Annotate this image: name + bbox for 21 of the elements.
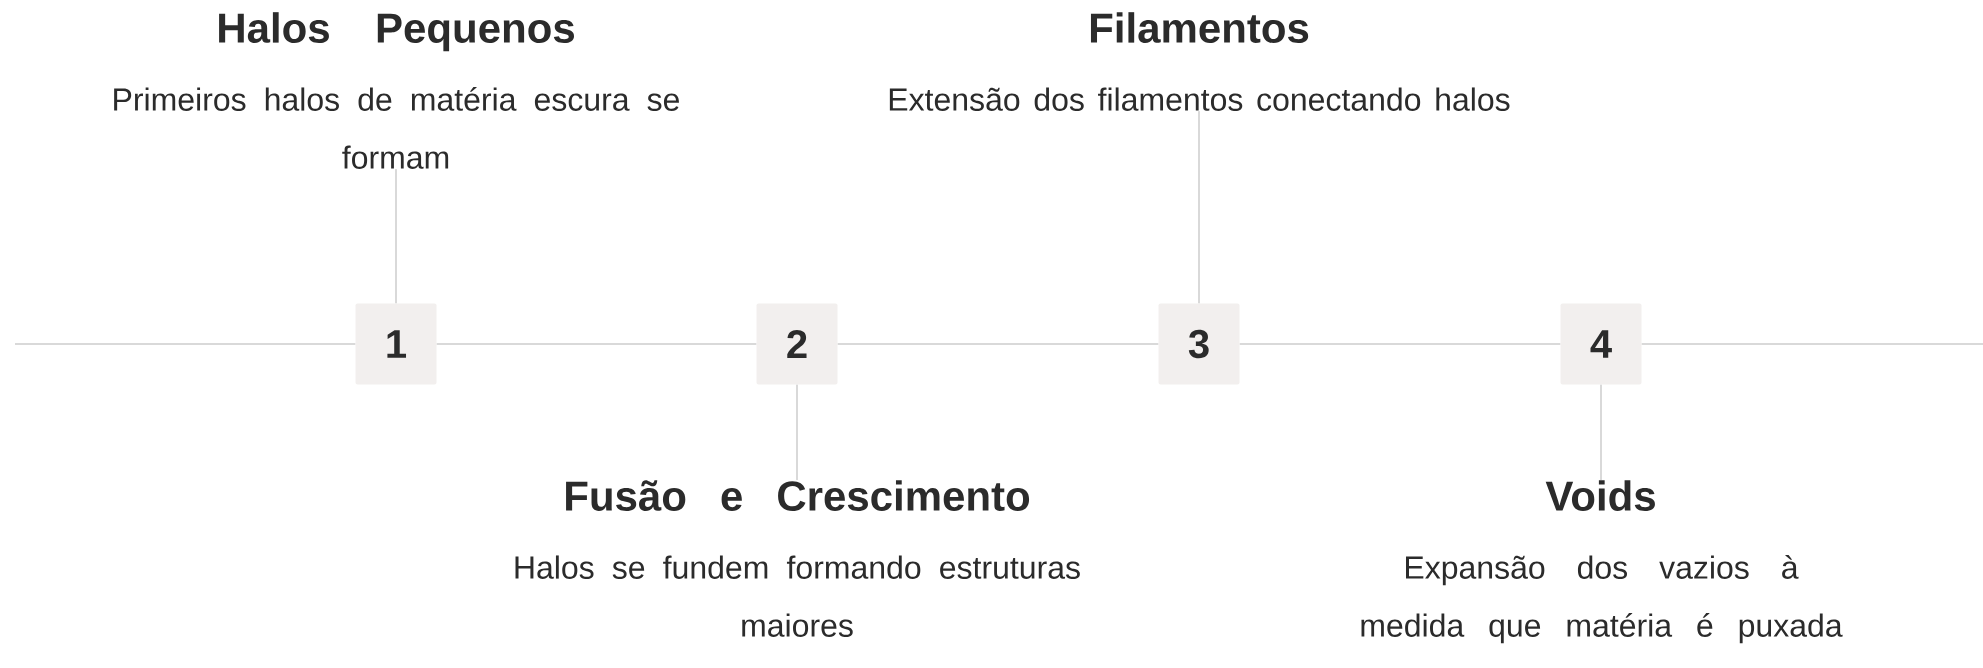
event-description: Expansão dos vazios à medida que matéria é puxada	[1361, 555, 1843, 644]
step-number-box: 1	[355, 303, 437, 385]
event-title: Halos Pequenos	[219, 12, 574, 52]
step-number-box: 2	[756, 303, 838, 385]
connector-line	[14, 343, 357, 345]
step-number-box: 3	[1158, 303, 1240, 385]
connector-line	[1198, 110, 1200, 305]
connector-line	[1640, 343, 1983, 345]
connector-line	[796, 383, 798, 481]
event-description: Primeiros halos de matéria escura se formam	[114, 87, 679, 169]
connector-line	[395, 168, 397, 305]
connector-line	[1600, 383, 1602, 481]
event-title: Fusão e Crescimento	[566, 480, 1030, 512]
event-title: Filamentos	[1090, 12, 1309, 44]
connector-line	[435, 343, 758, 345]
event-description: Extensão dos filamentos conectando halos	[889, 87, 1510, 111]
event-title: Voids	[1545, 480, 1655, 512]
event-description: Halos se fundem formando estruturas maiores	[515, 555, 1080, 637]
step-number-box: 4	[1560, 303, 1642, 385]
connector-line	[1238, 343, 1562, 345]
connector-line	[836, 343, 1160, 345]
